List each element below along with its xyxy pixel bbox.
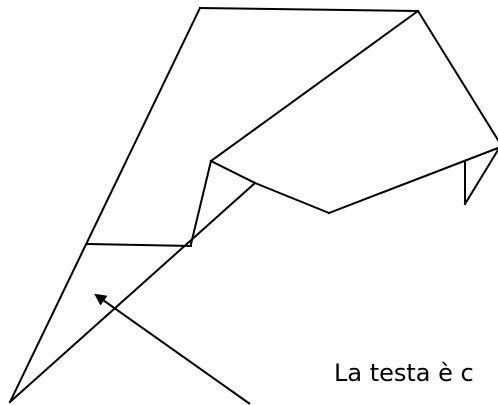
top-edge (200, 8, 418, 11)
neck-underside (255, 183, 329, 213)
outer-left-edge (10, 8, 200, 402)
caption-text: La testa è c (334, 361, 474, 385)
lower-diagonal-crease (10, 183, 255, 402)
upper-diagonal-crease (211, 11, 418, 161)
horizontal-crease (88, 244, 191, 246)
jaw-line (329, 148, 498, 213)
neck-fold-back (211, 161, 255, 183)
upper-right-edge (418, 11, 498, 140)
pointer-arrow (103, 300, 250, 404)
